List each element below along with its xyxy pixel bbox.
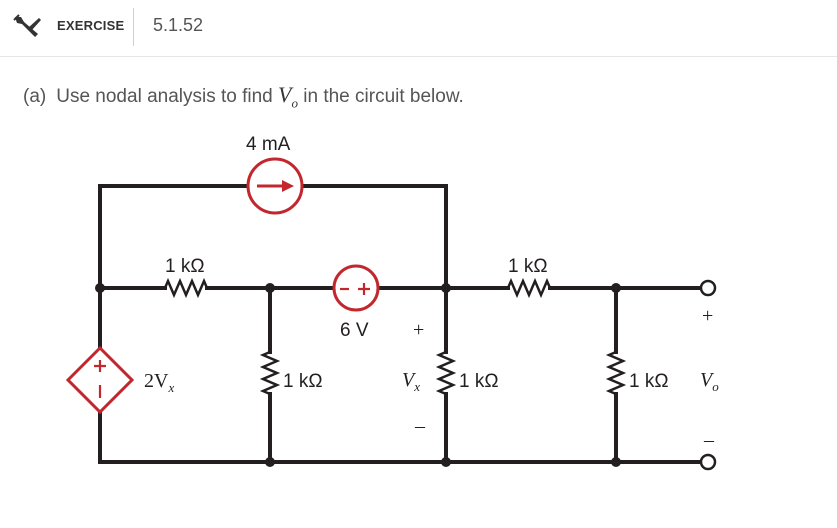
vx-plus: + — [413, 319, 424, 341]
vx-label: Vx — [402, 369, 420, 394]
vx-minus: – — [414, 415, 426, 437]
header-divider — [133, 8, 134, 46]
output-terminal-top — [699, 279, 717, 297]
output-terminal-bottom — [699, 453, 717, 471]
question-text-after: in the circuit below. — [303, 86, 464, 107]
vo-minus: – — [703, 429, 715, 451]
junction-dots — [95, 283, 621, 467]
exercise-number: 5.1.52 — [153, 15, 204, 35]
resistor-top-left-label: 1 kΩ — [165, 256, 205, 277]
vo-plus: + — [702, 305, 713, 327]
exercise-header: EXERCISE 5.1.52 — [0, 0, 837, 57]
question-text: (a) Use nodal analysis to find Vo in the … — [23, 82, 464, 111]
wires — [98, 184, 702, 464]
resistor-right — [605, 350, 627, 396]
current-source-label: 4 mA — [246, 134, 291, 155]
resistor-mid-right-label: 1 kΩ — [459, 371, 499, 392]
tools-icon — [13, 14, 41, 37]
voltage-source-label: 6 V — [340, 320, 369, 341]
resistor-top-left — [163, 277, 209, 299]
exercise-label: EXERCISE — [57, 18, 125, 33]
vo-label: Vo — [700, 369, 719, 394]
dep-source-label: 2Vx — [144, 370, 174, 395]
resistor-top-right-label: 1 kΩ — [508, 256, 548, 277]
question-part: (a) — [23, 86, 47, 107]
resistor-right-label: 1 kΩ — [629, 371, 669, 392]
dependent-voltage-source — [65, 345, 135, 415]
voltage-source — [332, 264, 380, 312]
resistor-mid-left — [259, 350, 281, 396]
resistor-mid-left-label: 1 kΩ — [283, 371, 323, 392]
resistor-top-right — [506, 277, 552, 299]
resistor-mid-right — [435, 350, 457, 396]
vo-variable: Vo — [278, 82, 298, 111]
current-source — [246, 157, 304, 215]
question-text-before: Use nodal analysis to find — [56, 86, 273, 107]
